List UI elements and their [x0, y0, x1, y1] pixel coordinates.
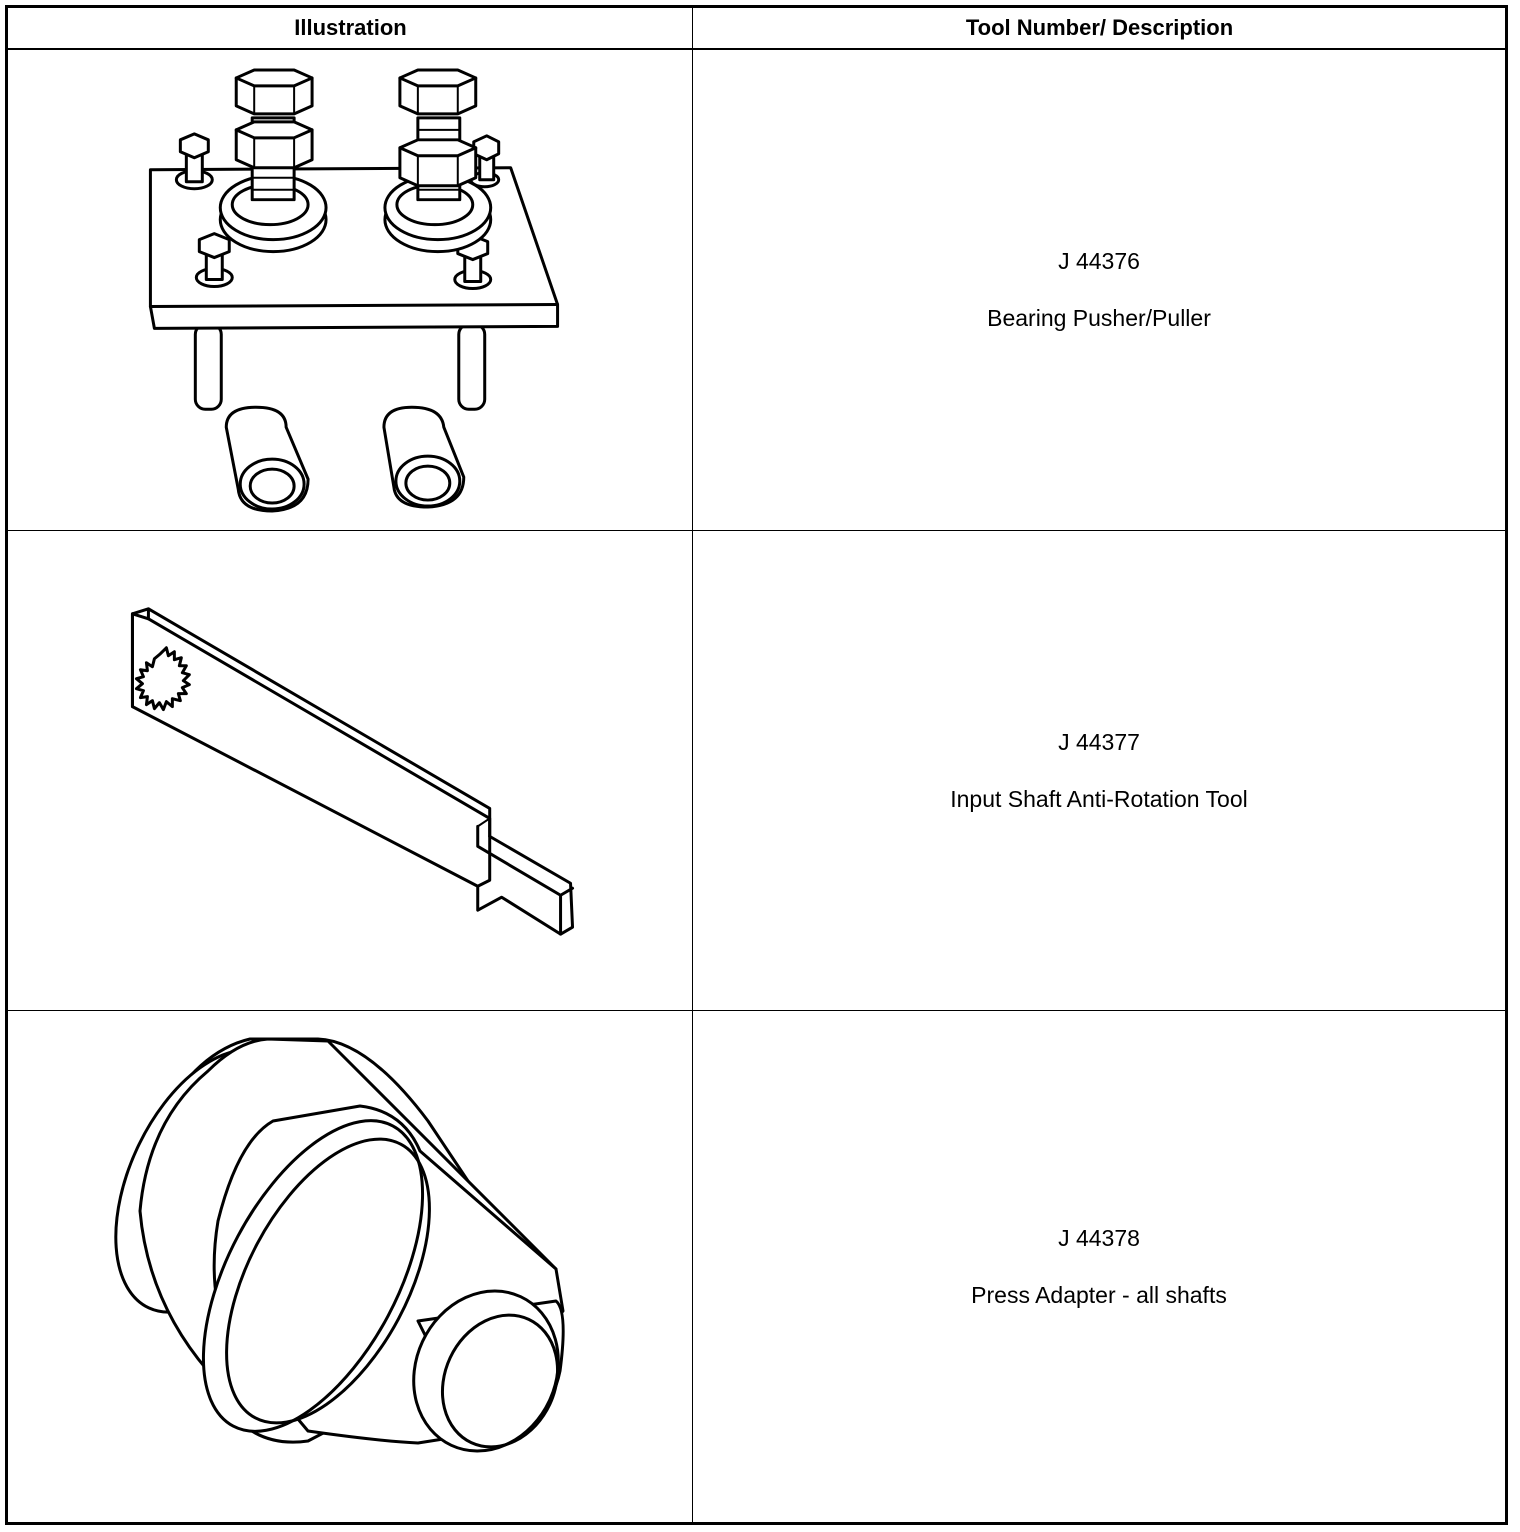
tool-number-description-header: Tool Number/ Description [965, 15, 1234, 40]
illustration-cell [8, 1011, 692, 1522]
description-cell: J 44378 Press Adapter - all shafts [693, 1011, 1505, 1522]
table-row: J 44378 Press Adapter - all shafts [8, 1011, 1505, 1522]
press-adapter-illustration [114, 1037, 565, 1453]
tool-number: J 44376 [1058, 248, 1140, 274]
tool-description: Input Shaft Anti-Rotation Tool [950, 785, 1248, 812]
tool-description: Bearing Pusher/Puller [987, 305, 1211, 331]
table-header: Illustration Tool Number/ Description [8, 8, 1505, 50]
illustration-header: Illustration [294, 15, 407, 40]
input-shaft-anti-rotation-tool-illustration [130, 607, 575, 936]
tool-table: Illustration Tool Number/ Description [5, 5, 1508, 1525]
tool-number: J 44377 [1058, 728, 1140, 755]
tool-number: J 44378 [1058, 1224, 1140, 1251]
illustration-cell [8, 531, 692, 1010]
illustration-cell [8, 50, 692, 530]
table-row: J 44377 Input Shaft Anti-Rotation Tool [8, 531, 1505, 1011]
description-cell: J 44377 Input Shaft Anti-Rotation Tool [693, 531, 1505, 1010]
description-cell: J 44376 Bearing Pusher/Puller [693, 50, 1505, 530]
bearing-pusher-puller-illustration [148, 68, 560, 513]
column-divider [692, 8, 693, 1522]
tool-description: Press Adapter - all shafts [971, 1281, 1227, 1308]
table-row: J 44376 Bearing Pusher/Puller [8, 50, 1505, 531]
